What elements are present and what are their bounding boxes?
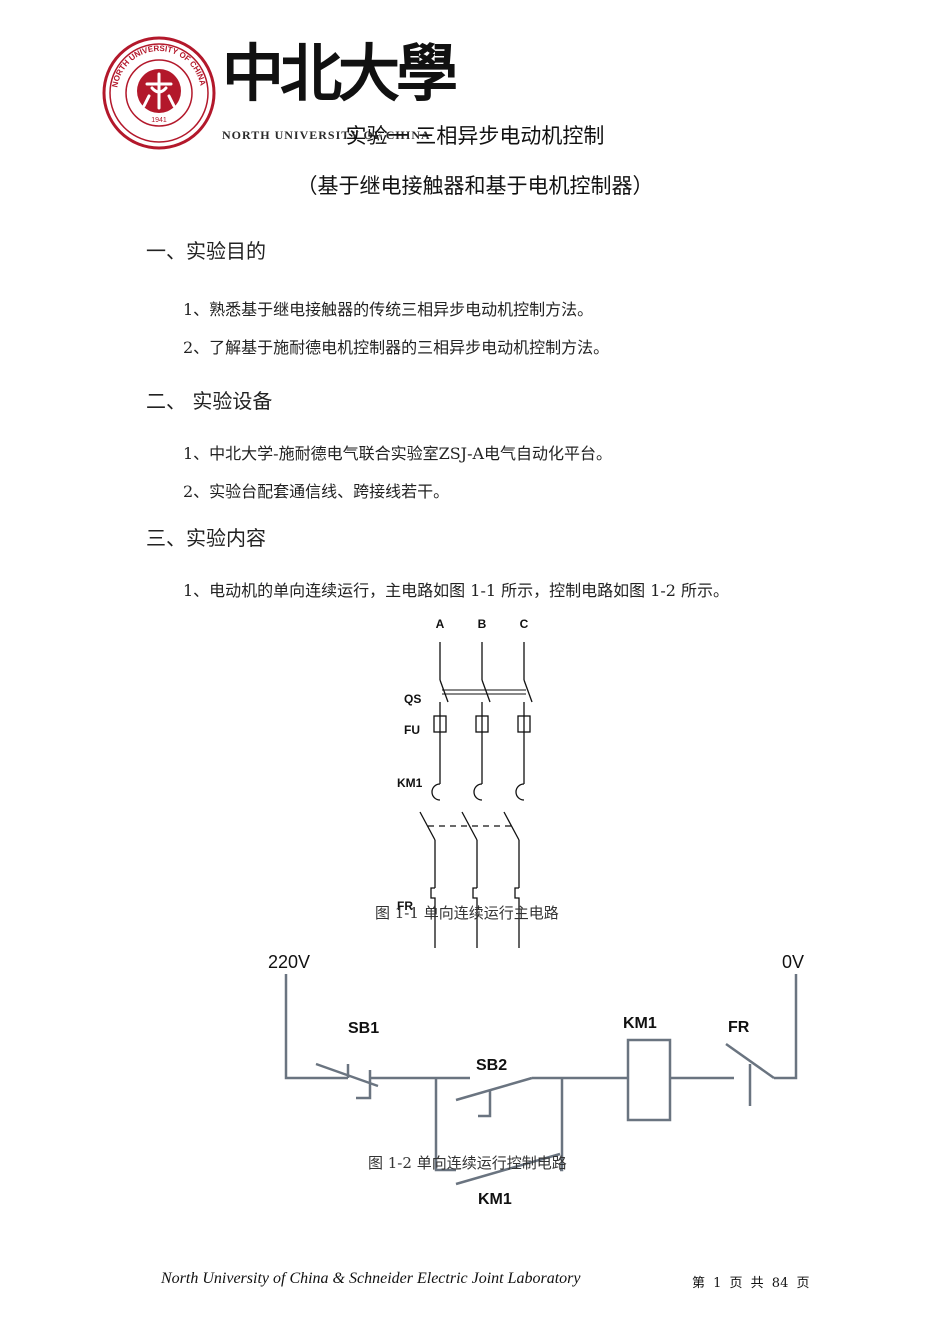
supply-220v-label: 220V: [268, 952, 310, 972]
supply-0v-label: 0V: [782, 952, 804, 972]
fr-main-label: FR: [397, 899, 413, 913]
main-circuit-diagram: A B C QS FU KM1 FR: [397, 617, 533, 948]
km1-main-label: KM1: [397, 776, 423, 790]
list-item: 2、了解基于施耐德电机控制器的三相异步电动机控制方法。: [183, 338, 610, 357]
phase-label-a: A: [436, 617, 445, 631]
phase-label-c: C: [520, 617, 529, 631]
three-phase-lines: [419, 642, 533, 948]
figure-1-caption: 图 1-1 单向连续运行主电路: [375, 904, 559, 922]
figure-2-caption: 图 1-2 单向连续运行控制电路: [368, 1154, 567, 1172]
list-item: 2、实验台配套通信线、跨接线若干。: [183, 482, 450, 501]
section-heading-purpose: 一、实验目的: [146, 239, 266, 263]
sb2-label: SB2: [476, 1057, 507, 1074]
control-circuit-wires: [284, 974, 798, 1186]
km1-aux-label: KM1: [478, 1191, 512, 1208]
university-logo-english: NORTH UNIVERSITY OF CHINA: [222, 128, 431, 142]
page-title: 实验一 三相异步电动机控制: [345, 124, 605, 148]
list-item: 1、电动机的单向连续运行，主电路如图 1-1 所示，控制电路如图 1-2 所示。: [183, 581, 730, 600]
list-item: 1、熟悉基于继电接触器的传统三相异步电动机控制方法。: [183, 300, 594, 319]
list-item: 1、中北大学-施耐德电气联合实验室ZSJ-A电气自动化平台。: [183, 444, 613, 463]
university-logo-calligraphy: 中北大學: [222, 37, 458, 110]
km1-coil-label: KM1: [623, 1015, 657, 1032]
qs-label: QS: [404, 692, 421, 706]
section-heading-content: 三、实验内容: [146, 526, 266, 550]
university-seal-logo: NORTH UNIVERSITY OF CHINA 1941: [102, 36, 216, 150]
phase-label-b: B: [478, 617, 487, 631]
sb1-label: SB1: [348, 1020, 379, 1037]
control-circuit-diagram: 220V 0V SB1 SB2 KM1 FR KM1: [268, 952, 804, 1208]
footer-lab-name: North University of China & Schneider El…: [161, 1270, 581, 1287]
fr-contact-label: FR: [728, 1019, 750, 1036]
footer-page-number: 第 1 页 共 84 页: [692, 1276, 810, 1291]
section-heading-equipment: 二、 实验设备: [146, 389, 273, 413]
fu-label: FU: [404, 723, 420, 737]
page-subtitle: （基于继电接触器和基于电机控制器）: [296, 174, 654, 198]
seal-year: 1941: [151, 117, 167, 124]
